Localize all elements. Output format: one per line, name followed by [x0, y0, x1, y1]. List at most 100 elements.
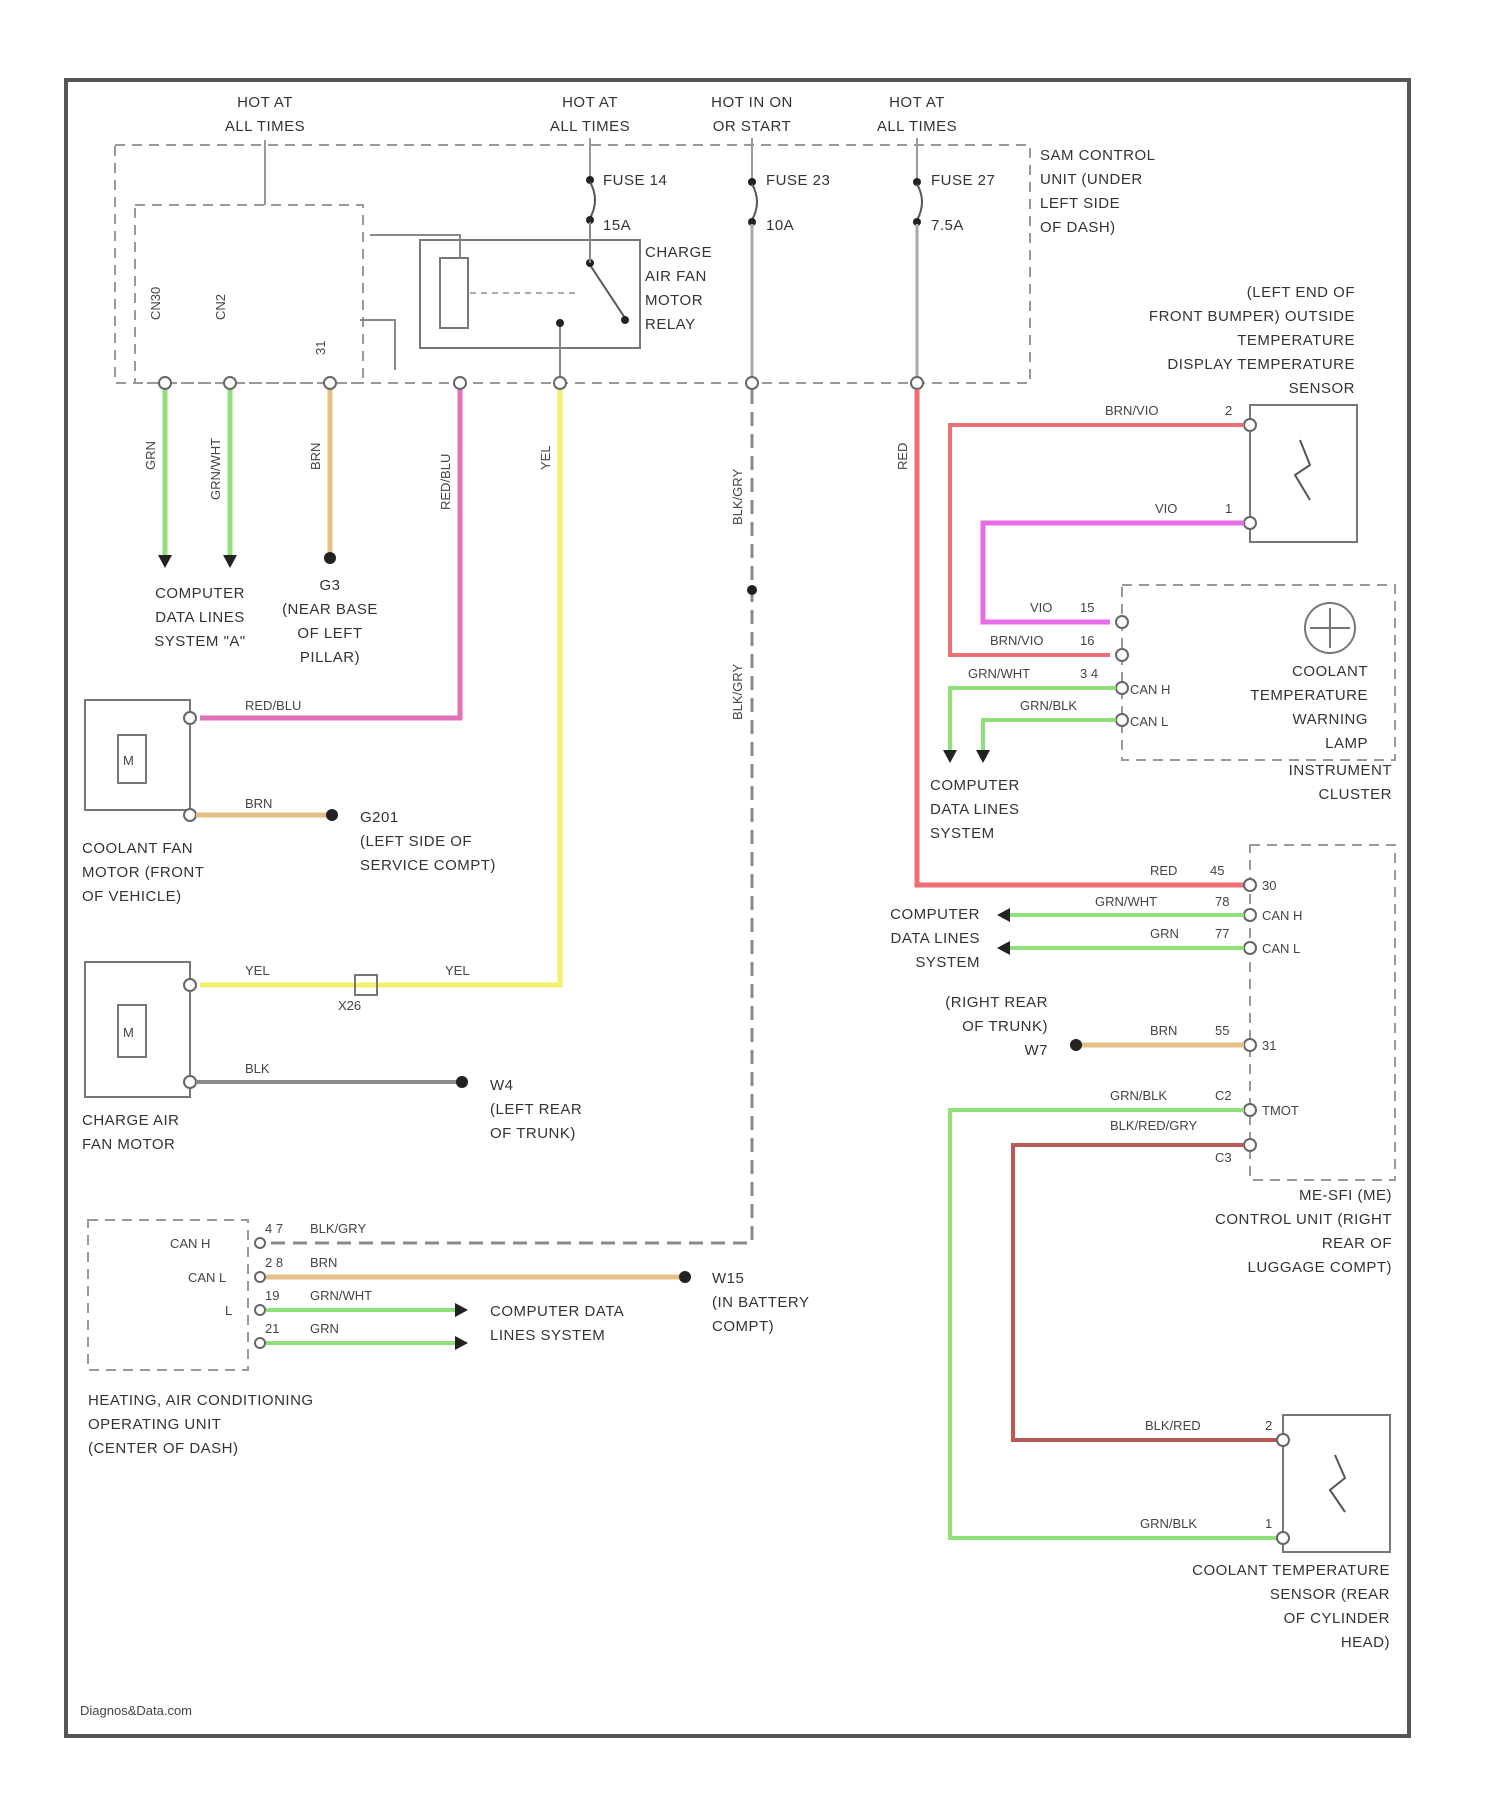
- cluster-pin-canl: CAN L: [1130, 714, 1168, 729]
- me-label-4: LUGGAGE COMPT): [1247, 1259, 1392, 1276]
- watermark: Diagnos&Data.com: [80, 1703, 192, 1718]
- wire-label-red-blu: RED/BLU: [438, 454, 453, 510]
- me-row2-name: CAN H: [1262, 908, 1302, 923]
- cluster-row2-pin: 16: [1080, 633, 1094, 648]
- power-label-4b: ALL TIMES: [877, 118, 957, 135]
- me-row3-wire: GRN: [1150, 926, 1179, 941]
- charge-fan-wire-bot: BLK: [245, 1061, 270, 1076]
- me-data-lines-1: COMPUTER: [890, 906, 980, 923]
- ambient-pin2: 1: [1225, 501, 1232, 516]
- sensor-wire-grn-blk: [950, 1110, 1283, 1538]
- hvac-row1-wire: BLK/GRY: [310, 1221, 366, 1236]
- sam-label-2: UNIT (UNDER: [1040, 171, 1143, 188]
- ambient-wire-vio: [983, 523, 1244, 622]
- hvac-row2-wire: BRN: [310, 1255, 337, 1270]
- cluster-lamp-4: LAMP: [1325, 735, 1368, 752]
- svg-text:CN30: CN30: [148, 287, 163, 320]
- cluster-row3-pin: 3 4: [1080, 666, 1098, 681]
- hvac-row3-wire: GRN/WHT: [310, 1288, 372, 1303]
- fuse-23-amp: 10A: [766, 217, 794, 234]
- coolant-fan-label-2: MOTOR (FRONT: [82, 864, 204, 881]
- svg-text:CN2: CN2: [213, 294, 228, 320]
- relay-coil: [440, 258, 468, 328]
- coolant-fan-label-1: COOLANT FAN: [82, 840, 193, 857]
- fuse-27-label: FUSE 27: [931, 172, 995, 189]
- hvac-label-2: OPERATING UNIT: [88, 1416, 221, 1433]
- sensor-wire2-label: GRN/BLK: [1140, 1516, 1197, 1531]
- data-lines-a-3: SYSTEM "A": [154, 633, 246, 650]
- coolant-fan-ground-2: (LEFT SIDE OF: [360, 833, 472, 850]
- charge-fan-wire-top2: YEL: [445, 963, 470, 978]
- ground-g3-4: PILLAR): [300, 649, 360, 666]
- sensor-wire-blk-red: [1013, 1145, 1283, 1440]
- ambient-sensor-label-4: DISPLAY TEMPERATURE: [1167, 356, 1355, 373]
- coolant-sensor-label-3: OF CYLINDER: [1284, 1610, 1390, 1627]
- cluster-label-1: INSTRUMENT: [1289, 762, 1392, 779]
- me-row1-wire: RED: [1150, 863, 1177, 878]
- relay-label-4: RELAY: [645, 316, 696, 333]
- wire-label-blk-gry: BLK/GRY: [730, 469, 745, 525]
- svg-text:31: 31: [313, 341, 328, 355]
- me-row4-pin: 55: [1215, 1023, 1229, 1038]
- charge-fan-label-2: FAN MOTOR: [82, 1136, 175, 1153]
- hvac-label-1: HEATING, AIR CONDITIONING: [88, 1392, 314, 1409]
- coolant-fan-ground-3: SERVICE COMPT): [360, 857, 496, 874]
- wire-label-grn-wht: GRN/WHT: [208, 438, 223, 500]
- me-data-lines-2: DATA LINES: [891, 930, 980, 947]
- fuse-27-amp: 7.5A: [931, 217, 964, 234]
- relay-label-1: CHARGE: [645, 244, 712, 261]
- cluster-row4-wire: GRN/BLK: [1020, 698, 1077, 713]
- me-row5-pin: C2: [1215, 1088, 1232, 1103]
- wire-label-grn: GRN: [143, 441, 158, 470]
- me-row6-pin: C3: [1215, 1150, 1232, 1165]
- hvac-row3-name: L: [225, 1303, 232, 1318]
- power-label-3b: OR START: [713, 118, 791, 135]
- ambient-sensor-label-5: SENSOR: [1289, 380, 1355, 397]
- ambient-pin1: 2: [1225, 403, 1232, 418]
- wire-yel: [200, 390, 560, 985]
- coolant-fan-label-3: OF VEHICLE): [82, 888, 182, 905]
- hvac-row1-name: CAN H: [170, 1236, 210, 1251]
- me-row1-pin: 45: [1210, 863, 1224, 878]
- me-row1-name: 30: [1262, 878, 1276, 893]
- power-label-3: HOT IN ON: [711, 94, 793, 111]
- charge-fan-ground-3: OF TRUNK): [490, 1125, 576, 1142]
- wire-label-red: RED: [895, 443, 910, 470]
- relay-label-2: AIR FAN: [645, 268, 707, 285]
- power-label-2: HOT AT: [562, 94, 618, 111]
- me-ground-2: OF TRUNK): [962, 1018, 1048, 1035]
- power-label-4: HOT AT: [889, 94, 945, 111]
- cluster-data-lines-1: COMPUTER: [930, 777, 1020, 794]
- me-row4-name: 31: [1262, 1038, 1276, 1053]
- cluster-wire-grn-blk: [983, 720, 1116, 750]
- hvac-row4-wire: GRN: [310, 1321, 339, 1336]
- ambient-sensor-box: [1250, 405, 1357, 542]
- cluster-data-lines-3: SYSTEM: [930, 825, 995, 842]
- sensor-wire1-label: BLK/RED: [1145, 1418, 1201, 1433]
- coolant-sensor-label-4: HEAD): [1341, 1634, 1390, 1651]
- hvac-row2-name: CAN L: [188, 1270, 226, 1285]
- hvac-unit-box: [88, 1220, 248, 1370]
- relay-label-3: MOTOR: [645, 292, 703, 309]
- hvac-row2-pin: 2 8: [265, 1255, 283, 1270]
- data-lines-a-2: DATA LINES: [155, 609, 244, 626]
- power-label-1: HOT AT: [237, 94, 293, 111]
- sam-inner-module: [135, 205, 363, 383]
- hvac-data-lines-2: LINES SYSTEM: [490, 1327, 605, 1344]
- me-row4-wire: BRN: [1150, 1023, 1177, 1038]
- cluster-pin-canh: CAN H: [1130, 682, 1170, 697]
- power-label-2b: ALL TIMES: [550, 118, 630, 135]
- cluster-lamp-1: COOLANT: [1292, 663, 1368, 680]
- charge-fan-connector: X26: [338, 998, 361, 1013]
- charge-fan-label-1: CHARGE AIR: [82, 1112, 180, 1129]
- me-label-2: CONTROL UNIT (RIGHT: [1215, 1211, 1392, 1228]
- cluster-row2-wire: BRN/VIO: [990, 633, 1043, 648]
- sensor-pin1: 2: [1265, 1418, 1272, 1433]
- me-row3-name: CAN L: [1262, 941, 1300, 956]
- coolant-fan-wire-bot: BRN: [245, 796, 272, 811]
- ambient-wire1-label: BRN/VIO: [1105, 403, 1158, 418]
- me-label-3: REAR OF: [1322, 1235, 1392, 1252]
- fuse-14-label: FUSE 14: [603, 172, 667, 189]
- cluster-row1-pin: 15: [1080, 600, 1094, 615]
